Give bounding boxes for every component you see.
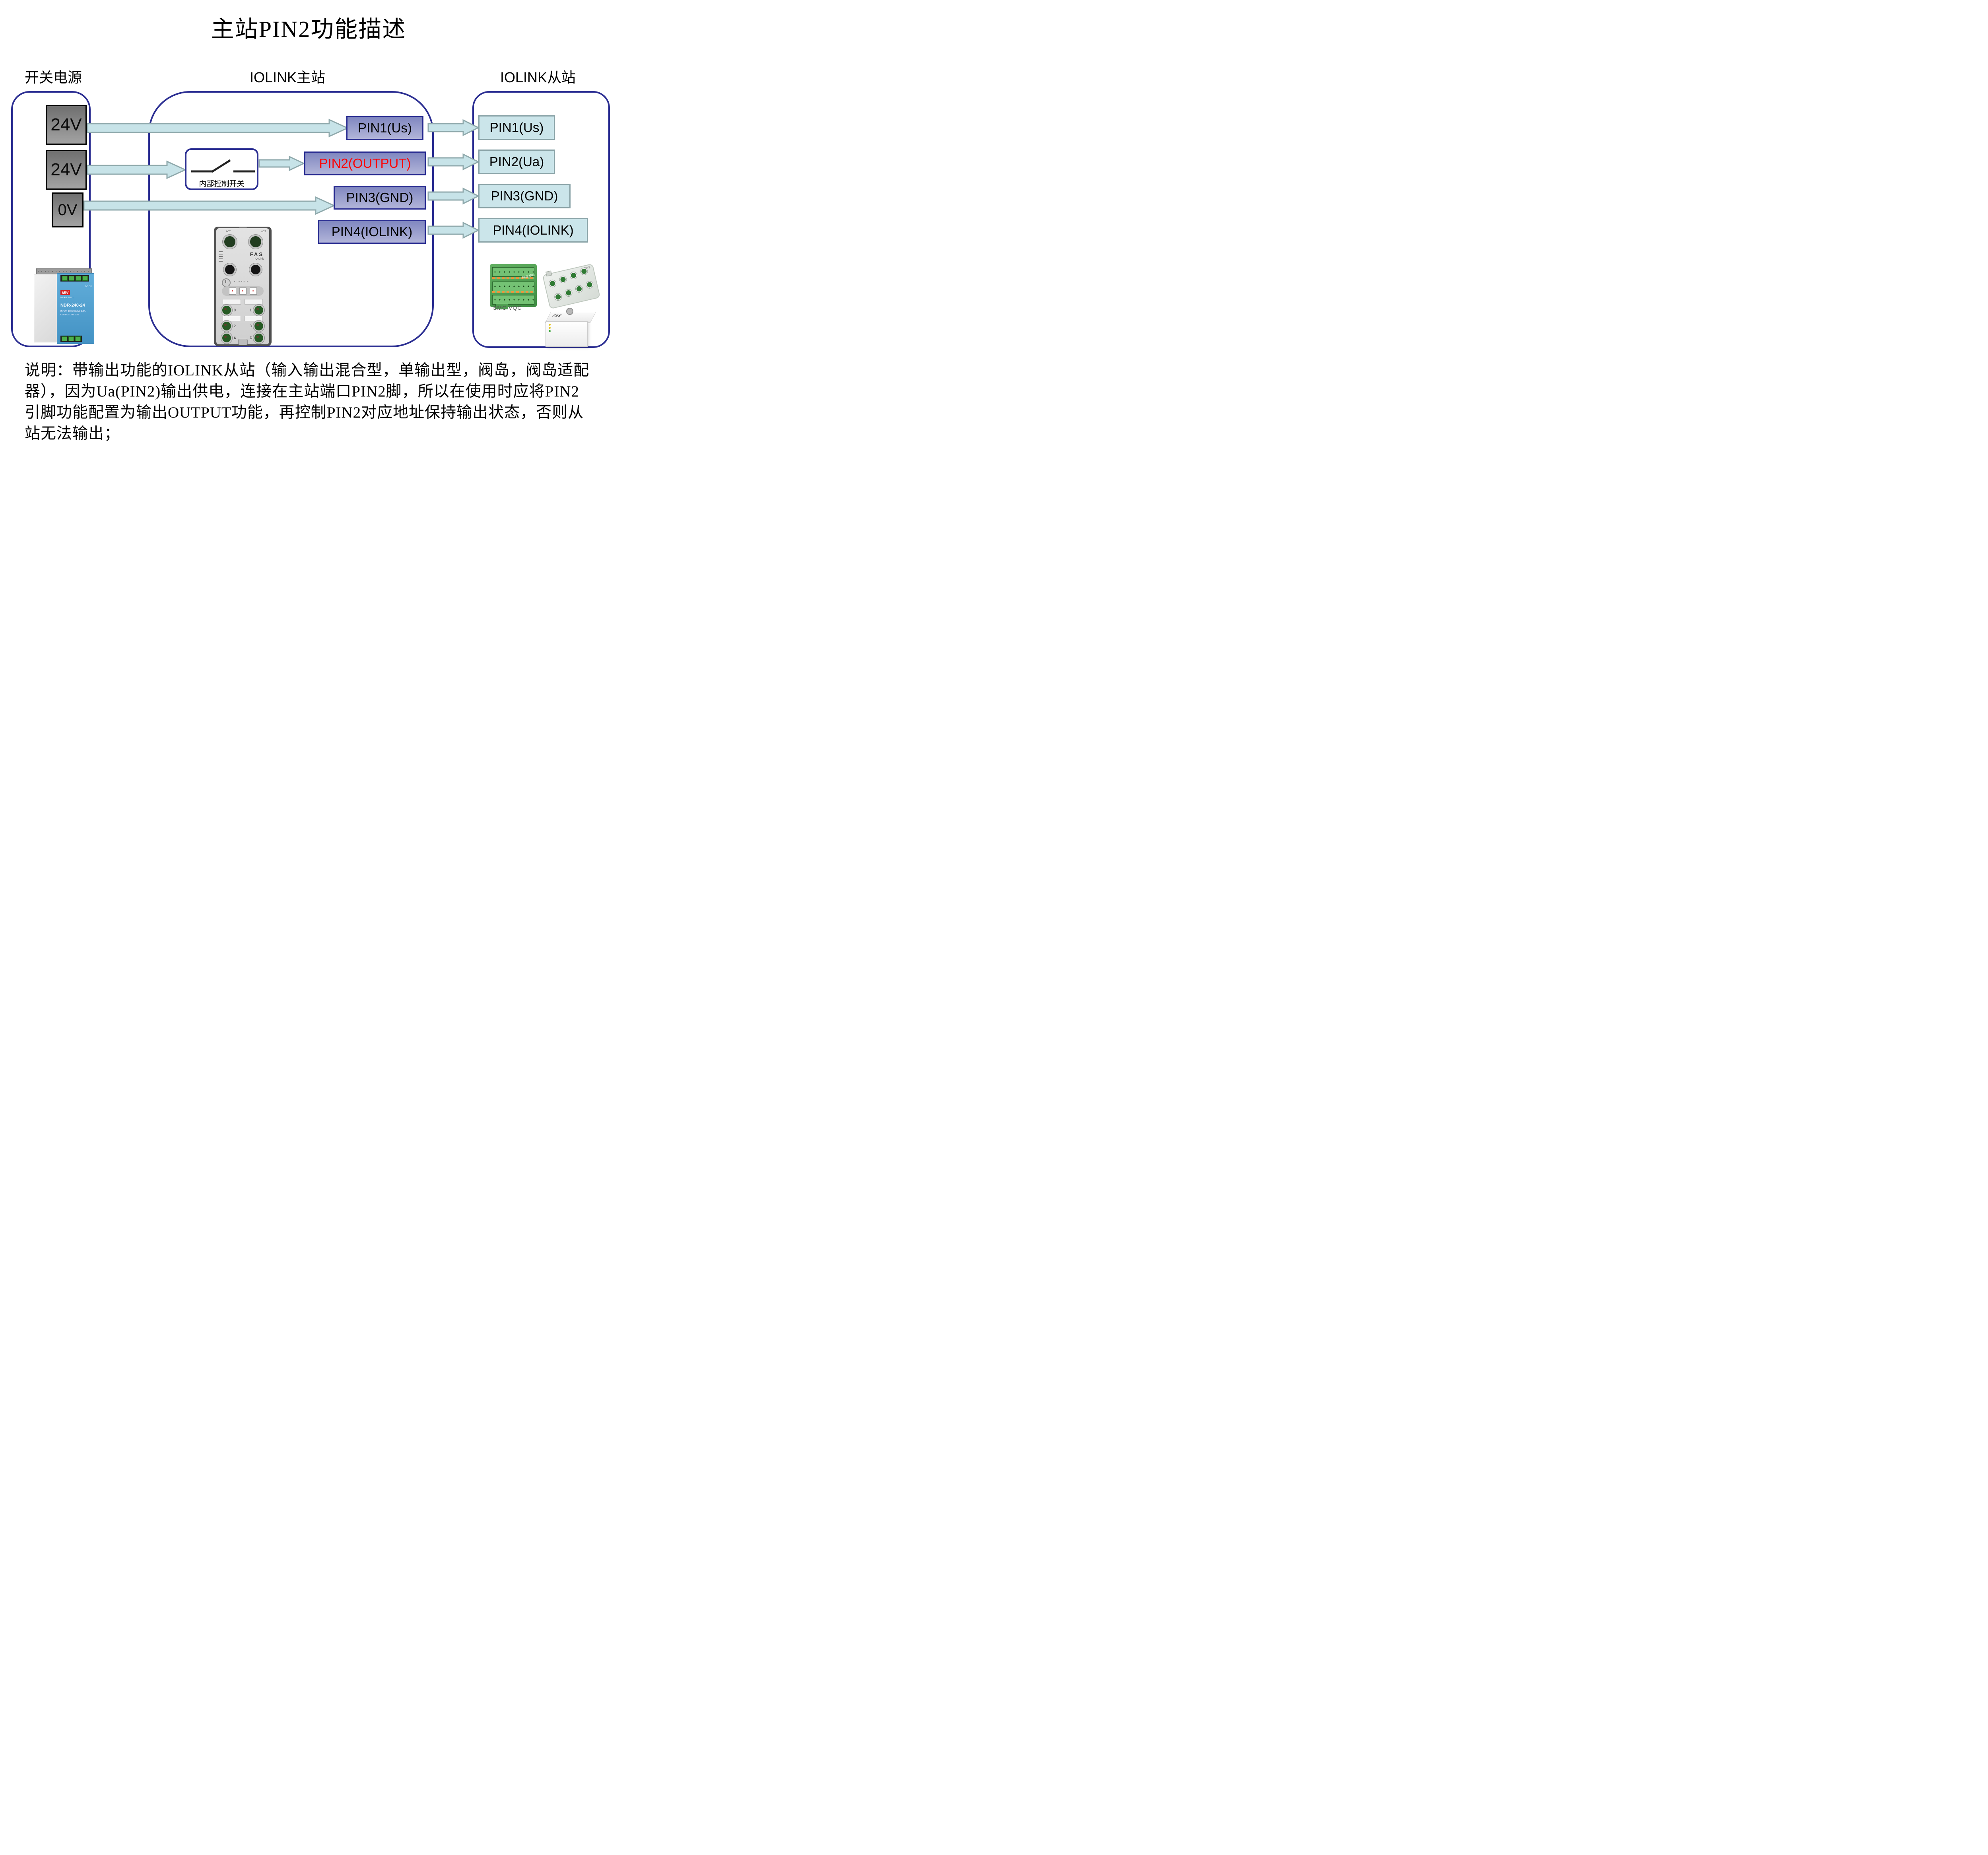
device-rotary-switch-icon <box>222 278 231 287</box>
device-port-7: 7 <box>250 332 264 344</box>
din-rail-tab <box>495 304 508 309</box>
psu-brand-name: MEAN WELL <box>60 297 74 299</box>
terminal-orange-row <box>492 277 534 279</box>
slave-pin2-box: PIN2(Ua) <box>478 150 555 174</box>
header-iolink-slave: IOLINK从站 <box>500 69 576 85</box>
slave-pin4-box: PIN4(IOLINK) <box>478 218 588 243</box>
note-line-2: 器），因为Ua(PIN2)输出供电，连接在主站端口PIN2脚，所以在使用时应将P… <box>25 383 579 400</box>
white-module-connector-icon <box>566 308 573 315</box>
device-led-label-left: ACT <box>226 231 231 233</box>
internal-switch-box: 内部控制开关 <box>185 148 258 190</box>
psu-output-spec: OUTPUT: 24V 10A <box>60 314 79 316</box>
device-port-3: 3 <box>250 320 264 332</box>
slide: 主站PIN2功能描述 开关电源 IOLINK主站 IOLINK从站 24V 24… <box>0 0 617 464</box>
device-power-in-icon <box>223 263 236 276</box>
note-paragraph: 说明：带输出功能的IOLINK从站（输入输出混合型，单输出型，阀岛，阀岛适配 器… <box>25 360 597 444</box>
page-title: 主站PIN2功能描述 <box>211 16 406 42</box>
hub-gland <box>546 270 552 277</box>
psu-terminals-bottom <box>60 336 82 342</box>
device-digit-labels: X100 X10 X1 <box>234 281 250 283</box>
device-series-label: IO-Link <box>254 258 264 260</box>
internal-switch-label: 内部控制开关 <box>199 180 245 188</box>
device-port-in-icon <box>223 235 237 249</box>
note-line-1: 说明：带输出功能的IOLINK从站（输入输出混合型，单输出型，阀岛，阀岛适配 <box>25 362 590 379</box>
port-slot <box>223 299 241 305</box>
voltage-block-24v-2: 24V <box>46 150 87 190</box>
device-power-out-icon <box>249 263 262 276</box>
psu-brand-logo: MW <box>60 290 70 295</box>
port-slot <box>245 316 263 321</box>
device-port-0: 0 <box>221 305 236 316</box>
device-port-1: 1 <box>250 305 264 316</box>
psu-model: NDR-240-24 <box>60 303 85 308</box>
terminal-orange-row <box>492 291 534 293</box>
device-address-display <box>222 286 264 296</box>
psu-dc-ok-label: DC OK <box>85 286 92 288</box>
psu-front-label: MW MEAN WELL DC OK NDR-240-24 INPUT: 100… <box>57 273 94 344</box>
arrow-pin2-to-slave-icon <box>427 153 480 171</box>
white-module-brand: FAS <box>551 314 563 318</box>
psu-input-spec: INPUT: 100-240VAC 2.8A <box>60 310 85 313</box>
device-face: ACT ACT FAS IO-Link X100 X10 X1 0 1 2 3 … <box>216 228 269 344</box>
hub-connector-icon <box>548 279 557 288</box>
device-port-6: 6 <box>221 332 236 344</box>
master-pin4-box: PIN4(IOLINK) <box>318 220 426 244</box>
hub-connector-icon <box>569 271 578 280</box>
psu-side-panel <box>34 274 58 342</box>
master-pin1-box: PIN1(Us) <box>346 116 423 140</box>
port-slot <box>245 299 263 305</box>
terminal-strip <box>492 282 534 291</box>
slave-pin1-box: PIN1(Us) <box>478 115 555 140</box>
port-slot <box>223 316 241 321</box>
switch-symbol-icon <box>191 159 255 173</box>
device-led-label-right: ACT <box>261 231 266 233</box>
device-status-leds <box>219 251 223 262</box>
device-mount-tab-bottom <box>238 339 248 345</box>
terminal-module-image: FAS-Elec <box>490 264 537 309</box>
voltage-block-0v: 0V <box>52 192 83 227</box>
device-port-out-icon <box>248 235 263 249</box>
hub-connector-icon <box>564 289 573 297</box>
terminal-strip <box>492 267 534 277</box>
note-line-4: 站无法输出； <box>25 425 120 442</box>
hub-connector-icon <box>559 275 567 284</box>
white-module-leds <box>549 324 551 332</box>
master-pin2-box: PIN2(OUTPUT) <box>304 152 426 175</box>
arrow-pin4-to-slave-icon <box>427 221 480 239</box>
hub-connector-icon <box>585 280 594 289</box>
arrow-pin1-to-slave-icon <box>427 119 480 136</box>
valve-cable-label: SMC VQC <box>493 305 522 311</box>
voltage-block-24v-1: 24V <box>46 105 87 145</box>
device-port-2: 2 <box>221 320 236 332</box>
device-brand-label: FAS <box>250 251 264 257</box>
hub-connector-icon <box>554 293 562 301</box>
header-power-supply: 开关电源 <box>25 70 82 85</box>
header-iolink-master: IOLINK主站 <box>250 69 326 85</box>
psu-terminals-top <box>60 275 89 282</box>
mean-well-psu-image: MW MEAN WELL DC OK NDR-240-24 INPUT: 100… <box>34 268 94 344</box>
white-module-front-face <box>546 321 588 347</box>
master-pin3-box: PIN3(GND) <box>334 186 426 210</box>
slave-pin3-box: PIN3(GND) <box>478 184 571 208</box>
iolink-master-device-image: ACT ACT FAS IO-Link X100 X10 X1 0 1 2 3 … <box>214 227 272 346</box>
arrow-pin3-to-slave-icon <box>427 187 480 205</box>
hub-connector-icon <box>575 285 583 293</box>
white-module-image: FAS <box>545 308 597 348</box>
note-line-3: 引脚功能配置为输出OUTPUT功能，再控制PIN2对应地址保持输出状态，否则从 <box>25 404 584 421</box>
terminal-strip <box>492 295 534 305</box>
